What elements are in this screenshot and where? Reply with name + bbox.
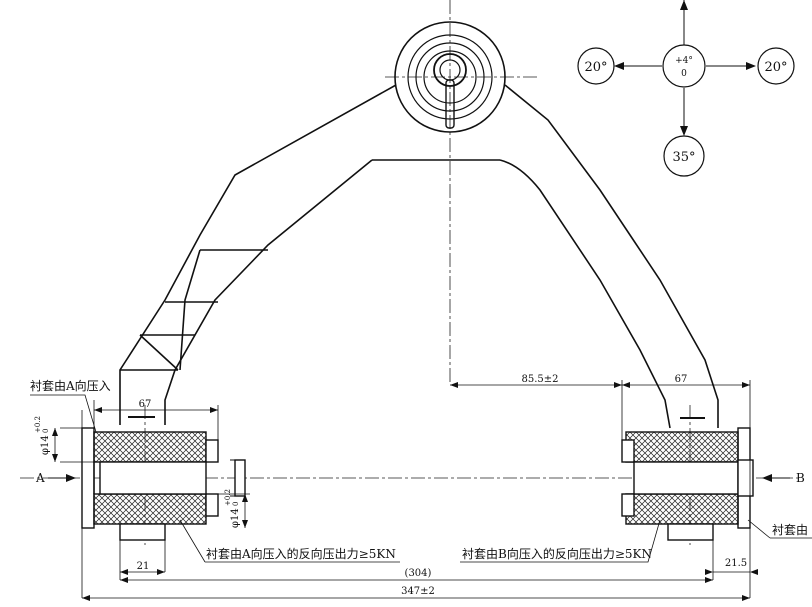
arm-body <box>119 84 719 429</box>
right-bushing <box>621 427 754 541</box>
angle-center-top-text: +4° <box>675 56 693 66</box>
view-label-b: B <box>796 471 805 485</box>
dim-dia-right-tol-bottom: 0 <box>232 502 240 506</box>
view-arrow-a: A <box>35 471 76 485</box>
dim-dia-left: φ14 +0.2 0 <box>34 416 51 455</box>
note-left-pull-out: 衬套由A向压入的反向压出力≥5KN <box>206 546 396 561</box>
dim-dia-right: φ14 +0.2 0 <box>224 489 241 528</box>
note-left-press-in: 衬套由A向压入 <box>30 378 111 393</box>
angle-arrowheads <box>614 0 756 136</box>
angle-left-text: 20° <box>584 60 607 75</box>
arrowheads <box>52 382 758 601</box>
ball-joint <box>394 21 506 133</box>
dim-right-bushing-width: 67 <box>675 374 688 385</box>
angle-center-bottom-text: 0 <box>681 69 687 79</box>
angle-bottom-text: 35° <box>672 150 695 165</box>
view-label-a: A <box>35 471 45 485</box>
dim-inner-span: (304) <box>405 568 432 579</box>
dim-left-edge: 21 <box>137 561 150 572</box>
dim-right-edge: 21.5 <box>725 558 747 569</box>
dim-dia-right-tol-top: +0.2 <box>224 489 232 506</box>
angle-right-text: 20° <box>764 60 787 75</box>
dim-dia-right-main: φ14 <box>230 508 241 528</box>
dim-dia-left-main: φ14 <box>40 435 51 455</box>
dim-left-bushing-width: 67 <box>139 399 152 410</box>
dim-dia-left-tol-top: +0.2 <box>34 416 42 433</box>
note-right-pull-out: 衬套由B向压入的反向压出力≥5KN <box>462 546 652 561</box>
view-arrow-b: B <box>762 471 805 485</box>
note-right-press-in-partial: 衬套由 <box>772 523 808 537</box>
dim-offset: 85.5±2 <box>521 374 558 385</box>
left-bushing <box>81 427 246 541</box>
dim-overall: 347±2 <box>401 586 435 597</box>
dim-dia-left-tol-bottom: 0 <box>42 429 50 433</box>
